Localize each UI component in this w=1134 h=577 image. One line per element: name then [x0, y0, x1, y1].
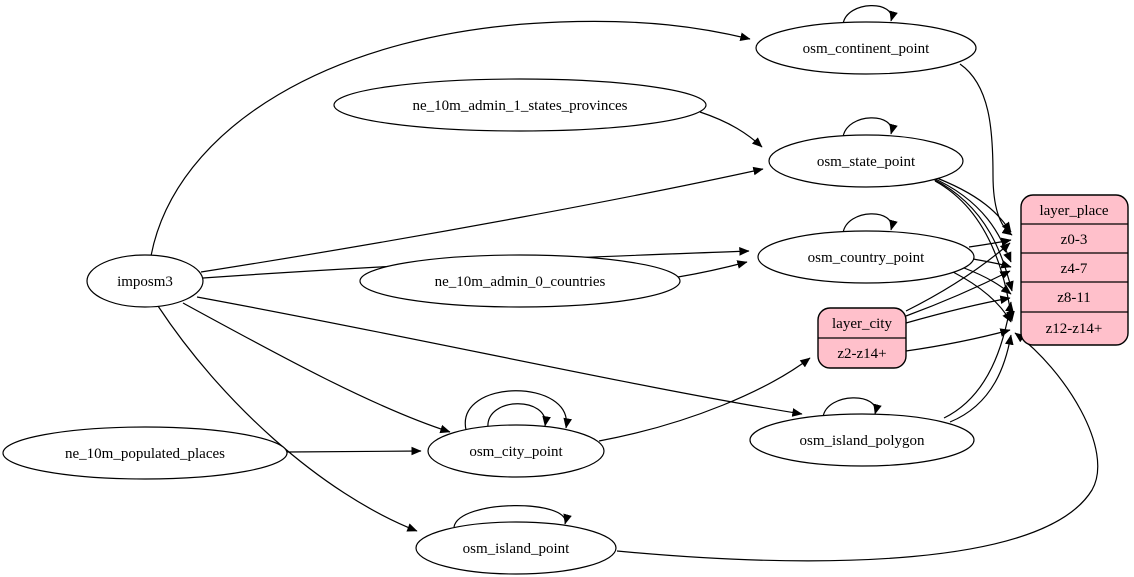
record-title: layer_place — [1039, 203, 1108, 219]
edge-layer_city-to-layer_place-z4-7 — [905, 270, 1011, 317]
edge-osm_island_polygon-to-layer_place-z12-z14 — [949, 334, 1014, 423]
edge-osm_island_polygon-to-layer_place-z8-11 — [943, 301, 1014, 419]
node-label: osm_island_polygon — [799, 433, 925, 449]
node-label: osm_island_point — [463, 541, 571, 557]
edge-layer_city-to-layer_place-z12-z14 — [905, 328, 1011, 352]
edge-osm_country_point-to-layer_place-z8-11 — [963, 267, 1012, 295]
node-osm_country_point: osm_country_point — [757, 230, 975, 284]
edge-imposm3-to-osm_continent_point — [150, 20, 751, 257]
node-label: osm_country_point — [808, 250, 925, 266]
selfloop-osm_continent_point — [842, 5, 898, 25]
node-label: ne_10m_populated_places — [65, 446, 225, 462]
edge-osm_state_point-to-layer_place-z8-11 — [932, 178, 1014, 292]
node-ne_10m_admin_0_countries: ne_10m_admin_0_countries — [359, 254, 681, 308]
selfloop-osm_city_point-inner — [487, 403, 551, 429]
edge-imposm3-to-osm_state_point — [200, 166, 764, 273]
edge-osm_state_point-to-layer_place-z0-3 — [928, 174, 1012, 233]
record-row-z8-11: z8-11 — [1057, 290, 1091, 306]
record-row-z12-z14: z12-z14+ — [1046, 321, 1103, 337]
edge-layer_city-to-layer_place-z0-3 — [905, 242, 1011, 312]
node-osm_city_point: osm_city_point — [427, 424, 605, 478]
edge-osm_state_point-to-layer_place-z4-7 — [930, 176, 1012, 263]
node-label: osm_city_point — [469, 444, 563, 460]
node-label: ne_10m_admin_1_states_provinces — [413, 98, 628, 114]
node-osm_island_point: osm_island_point — [415, 521, 617, 575]
edge-osm_island_point-to-layer_place-z12-z14 — [616, 332, 1099, 562]
selfloop-osm_state_point — [842, 117, 898, 138]
edge-group — [150, 5, 1099, 562]
edge-osm_continent_point-to-layer_place-z0-3 — [959, 63, 1013, 236]
node-imposm3: imposm3 — [86, 254, 204, 308]
edge-osm_city_point-to-layer_city-z2-z14 — [598, 357, 811, 442]
record-row-z0-3: z0-3 — [1061, 232, 1088, 248]
node-label: ne_10m_admin_0_countries — [435, 274, 606, 290]
edge-ne_10m_populated_places-to-osm_city_point — [286, 446, 422, 456]
node-ne_10m_populated_places: ne_10m_populated_places — [2, 426, 288, 480]
node-label: osm_continent_point — [803, 41, 930, 57]
selfloop-osm_island_point — [453, 505, 572, 528]
record-layer_city: layer_city z2-z14+ — [817, 307, 907, 369]
node-osm_state_point: osm_state_point — [768, 134, 964, 188]
node-osm_continent_point: osm_continent_point — [755, 21, 977, 75]
selfloop-osm_island_polygon — [822, 397, 882, 418]
edge-osm_country_point-to-layer_place-z4-7 — [972, 258, 1012, 269]
node-label: imposm3 — [117, 274, 173, 290]
selfloop-osm_city_point-outer — [464, 390, 572, 431]
edge-ne_10m_admin_1_states_provinces-to-osm_state_point — [699, 111, 763, 148]
record-row-z4-7: z4-7 — [1061, 261, 1088, 277]
record-layer_place: layer_place z0-3 z4-7 z8-11 z12-z14+ — [1020, 194, 1129, 346]
edge-imposm3-to-osm_island_polygon — [196, 296, 803, 417]
edge-ne_10m_admin_0_countries-to-osm_country_point — [677, 260, 748, 278]
edge-imposm3-to-osm_city_point — [182, 302, 451, 434]
node-label: osm_state_point — [817, 154, 916, 170]
selfloop-osm_country_point — [842, 213, 898, 234]
edge-osm_country_point-to-layer_place-z0-3 — [968, 237, 1012, 248]
record-row-z2-z14: z2-z14+ — [837, 346, 886, 362]
record-title: layer_city — [832, 316, 892, 332]
edge-layer_city-to-layer_place-z8-11 — [905, 295, 1011, 324]
node-ne_10m_admin_1_states_provinces: ne_10m_admin_1_states_provinces — [333, 78, 707, 132]
edge-imposm3-to-osm_island_point — [157, 305, 418, 532]
node-osm_island_polygon: osm_island_polygon — [749, 413, 975, 467]
